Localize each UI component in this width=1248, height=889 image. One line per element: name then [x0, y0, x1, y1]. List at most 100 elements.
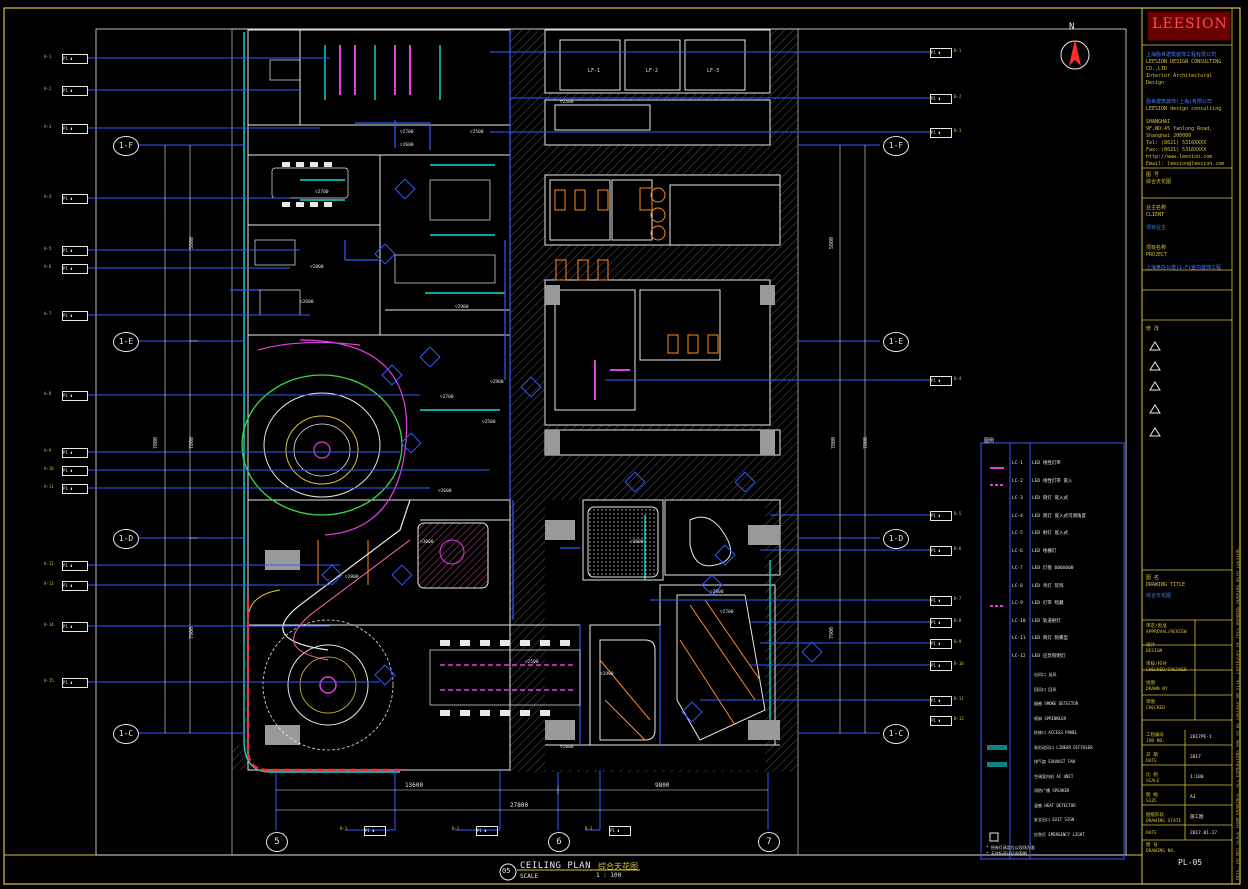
- tag-box[interactable]: P1 ▮: [62, 561, 88, 571]
- tag-box[interactable]: P1 ▮: [930, 546, 952, 556]
- client-value: 项目业主: [1146, 225, 1167, 231]
- tag-box[interactable]: P1 ▮: [62, 622, 88, 632]
- legend-extra-item: 温感 HEAT DETECTOR: [1034, 802, 1076, 808]
- tag-box[interactable]: P1 ▮: [930, 511, 952, 521]
- tag-box[interactable]: P1 ▮: [930, 94, 952, 104]
- revision-label: 修 改: [1146, 326, 1160, 332]
- led-strips: [339, 45, 630, 400]
- north-label: N: [1069, 22, 1075, 32]
- tag-box[interactable]: P1 ▮: [62, 391, 88, 401]
- legend-code: LC-11: [1012, 636, 1026, 641]
- tag-box[interactable]: P1 ▮: [930, 618, 952, 628]
- tag-box[interactable]: P1 ▮: [930, 596, 952, 606]
- tag-label: B-2: [452, 826, 460, 831]
- revision-triangles: [1149, 341, 1161, 437]
- section-callouts: [321, 178, 823, 723]
- tag-box[interactable]: P1 ▮: [62, 581, 88, 591]
- legend-extra-item: 出风口 送风: [1034, 672, 1057, 677]
- sheet-block: 图 号 DRAWING NO.: [1146, 843, 1176, 855]
- tag-box[interactable]: P1 ▮: [930, 716, 952, 726]
- legend-code: LC-10: [1012, 618, 1026, 624]
- ceiling-plan-title: CEILING PLAN: [520, 861, 592, 871]
- title-block-grid: [1142, 11, 1232, 841]
- project-block: 项目名称 PROJECT 上海某办公楼(1-F)室内装饰工程: [1146, 245, 1221, 272]
- tag-box[interactable]: P1 ▮: [476, 826, 498, 836]
- dimension-text: 7800: [153, 436, 160, 450]
- client-label: 业主名称: [1146, 205, 1167, 211]
- view-number: 05: [502, 867, 511, 875]
- tag-label: A-11: [44, 484, 54, 489]
- drawing-title-block: 图 名 DRAWING TITLE 综合天花图: [1146, 575, 1185, 600]
- dimension-text: 7800: [863, 436, 870, 450]
- legend-desc: LED 灯带 暗藏: [1032, 601, 1064, 606]
- approval-en: CHECKED: [1146, 706, 1165, 711]
- sheet-number: PL-05: [1178, 858, 1203, 867]
- email: Email: leesion@leesion.com: [1146, 161, 1225, 167]
- scale2-value: 1:100: [1190, 775, 1204, 780]
- legend-desc: LED 轨道射灯: [1032, 618, 1061, 624]
- company-logo: LEESION: [1152, 16, 1228, 32]
- date-label-en: DATE: [1146, 759, 1157, 764]
- tag-box[interactable]: P1 ▮: [62, 466, 88, 476]
- tag-box[interactable]: P1 ▮: [62, 448, 88, 458]
- legend-desc: LED 射灯 嵌入式: [1032, 531, 1069, 536]
- tag-box[interactable]: P1 ▮: [62, 311, 88, 321]
- ceiling-elevation-mark: ▽2500: [560, 100, 574, 105]
- tag-box[interactable]: P1 ▮: [930, 128, 952, 138]
- legend-desc: LED 筒灯 防雾型: [1032, 636, 1069, 641]
- lift-label: LF-3: [707, 68, 720, 74]
- legend-extra-item: 应急灯 EMERGENCY LIGHT: [1034, 831, 1085, 837]
- sheet-border: [3, 7, 1241, 885]
- phone: Tel: (8621) 5316XXXX: [1146, 140, 1207, 146]
- tag-box[interactable]: P1 ▮: [62, 54, 88, 64]
- tag-box[interactable]: P1 ▮: [62, 246, 88, 256]
- lift-label: LF-1: [588, 68, 601, 74]
- legend-code: LC-6: [1012, 548, 1023, 554]
- tag-box[interactable]: P1 ▮: [62, 264, 88, 274]
- tag-label: B-9: [954, 639, 962, 644]
- approval-cn: 审核/校对: [1146, 662, 1167, 667]
- address-line1: 9F,NO.45 Yanlong Road,: [1146, 126, 1213, 132]
- tag-box[interactable]: P1 ▮: [930, 661, 952, 671]
- tag-box[interactable]: P1 ▮: [62, 86, 88, 96]
- tag-box[interactable]: P1 ▮: [609, 826, 631, 836]
- company2-cn: 励世建筑装饰(上海)有限公司: [1146, 99, 1213, 105]
- tag-box[interactable]: P1 ▮: [62, 484, 88, 494]
- legend-desc: LED 线性灯带: [1032, 461, 1061, 466]
- legend-row: LC-8 LED 吊灯 装饰: [1012, 583, 1086, 601]
- address-city: SHANGHAI: [1146, 119, 1171, 125]
- tag-box[interactable]: P1 ▮: [62, 124, 88, 134]
- tag-box[interactable]: P1 ▮: [62, 678, 88, 688]
- company-en: LEESION DESIGN CONSULTING CO.,LTD: [1146, 59, 1222, 72]
- dimension-text: 7800: [189, 436, 196, 450]
- tag-label: A-8: [44, 391, 52, 396]
- legend-row: LC-11 LED 筒灯 防雾型: [1012, 635, 1086, 653]
- approval-en: DESIGN: [1146, 649, 1163, 654]
- approval-en: CHECKED/CHECKED: [1146, 668, 1187, 673]
- grid-bubble-row: 1-F: [113, 136, 139, 156]
- tag-box[interactable]: P1 ▮: [364, 826, 386, 836]
- approval-en: DRAWN BY: [1146, 687, 1168, 692]
- legend-code: LC-8: [1012, 583, 1023, 589]
- legend-desc: LED 吊灯 装饰: [1032, 583, 1064, 589]
- tag-box[interactable]: P1 ▮: [62, 194, 88, 204]
- date-label: 日 期: [1146, 753, 1158, 758]
- tag-box[interactable]: P1 ▮: [930, 639, 952, 649]
- address-line2: Shanghai 200000: [1146, 133, 1192, 139]
- tag-box[interactable]: P1 ▮: [930, 48, 952, 58]
- date2-label: DATE: [1146, 831, 1157, 836]
- tag-box[interactable]: P1 ▮: [930, 696, 952, 706]
- tag-box[interactable]: P1 ▮: [930, 376, 952, 386]
- legend-extra-item: 排气扇 EXHAUST FAN: [1034, 759, 1075, 764]
- side-note: NOTE: DO NOT SCALE FROM DRAWINGS. ALL DI…: [1236, 546, 1241, 880]
- tag-label: B-6: [954, 546, 962, 551]
- project-value: 上海某办公楼(1-F)室内装饰工程: [1146, 265, 1222, 271]
